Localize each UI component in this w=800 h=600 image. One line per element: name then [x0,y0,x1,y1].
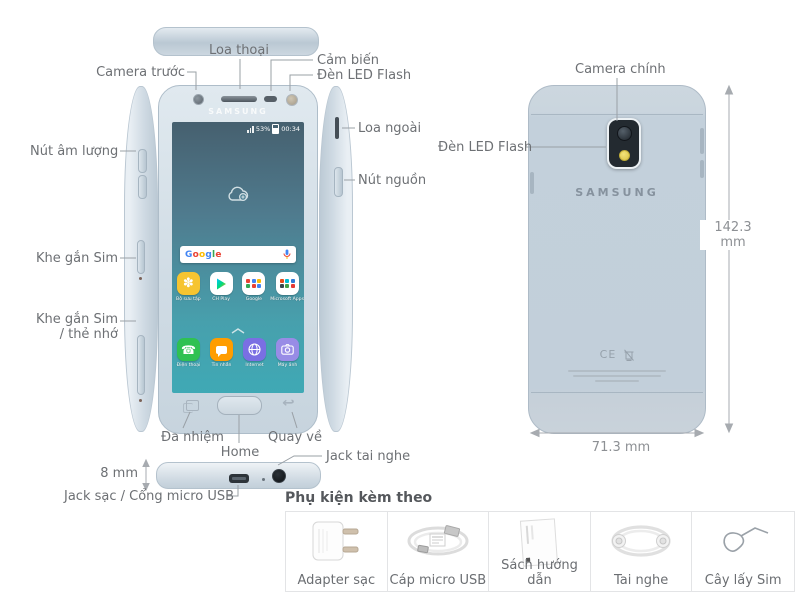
label-rear-camera: Camera chính [575,62,666,77]
phone-right-side-view [319,86,353,432]
google-folder-icon[interactable] [242,272,266,295]
volume-up-button [138,149,147,173]
playstore-icon[interactable] [209,272,233,295]
phone-front-view: SAMSUNG 53% 00:34 Google [158,85,318,434]
height-measurement: 142.3 mm [700,220,766,250]
back-key-icon[interactable]: ↩ [282,396,295,411]
phone-top-view [153,27,319,56]
front-camera-icon [193,94,204,105]
label-earpiece: Loa thoại [209,43,269,58]
sim-tray-1 [137,240,145,274]
back-side-button-nub2 [700,160,704,178]
back-side-button-nub3 [530,172,534,194]
sim-pinhole-icon [139,277,142,280]
micro-usb-port-icon [229,474,249,483]
label-home: Home [220,445,260,460]
accessories-heading: Phụ kiện kèm theo [285,490,433,506]
back-side-button-nub [700,128,704,154]
weather-widget-cloud-icon [228,186,249,202]
width-measurement: 71.3 mm [585,440,657,455]
mic-hole-icon [262,478,265,481]
app-microsoft-folder[interactable]: Microsoft Apps [270,272,304,302]
label-headphone-jack: Jack tai nghe [326,449,411,464]
rear-camera-lens-icon [617,126,632,141]
front-flash-icon [286,94,298,106]
label-sim-slot: Khe gắn Sim [35,251,118,266]
label-power-button: Nút nguồn [358,173,427,188]
mic-icon[interactable] [283,249,291,260]
label-back-key: Quay về [268,430,322,445]
accessory-earphones: Tai nghe [591,512,693,591]
speaker-slit-icon [335,117,339,139]
accessory-sim-tool: Cây lấy Sim [692,512,794,591]
manual-booklet-icon [520,518,559,567]
sim-eject-tool-icon [723,527,769,552]
phone-app-icon[interactable]: ☎ [177,338,200,361]
google-search-bar[interactable]: Google [180,246,296,263]
label-front-flash: Đèn LED Flash [317,68,412,83]
regulatory-marks: CE [529,348,705,361]
power-button [334,167,343,197]
app-playstore[interactable]: CH Play [205,272,238,302]
ce-mark: CE [599,348,617,361]
recents-key-icon[interactable] [183,400,199,413]
accessories-grid: Adapter sạc Cáp micro USB [285,511,795,592]
weee-bin-icon [624,348,635,361]
signal-icon [247,125,254,133]
internet-globe-icon[interactable] [243,338,266,361]
battery-icon [272,124,280,134]
accessory-cable: Cáp micro USB [388,512,490,591]
phone-left-side-view [124,86,158,432]
label-volume: Nút âm lượng [30,144,119,159]
label-charging-port: Jack sạc / Cổng micro USB [64,489,235,504]
app-google-folder[interactable]: Google [238,272,271,302]
brand-logo-front: SAMSUNG [208,107,268,116]
rear-camera-module [607,118,641,169]
volume-down-button [138,175,147,199]
app-phone[interactable]: ☎ Điện thoại [172,338,205,368]
phone-bottom-view [156,462,321,489]
earphones-icon [611,525,671,557]
phone-screen: 53% 00:34 Google ✽ [172,122,304,393]
sim-tray-2 [137,335,145,395]
app-messages[interactable]: Tin nhắn [205,338,238,368]
label-rear-flash: Đèn LED Flash [438,140,533,155]
proximity-sensor-icon [264,96,277,102]
label-recents: Đa nhiệm [161,430,224,445]
messages-icon[interactable] [210,338,233,361]
rear-flash-icon [619,150,630,161]
clock: 00:34 [281,125,300,133]
microsoft-folder-icon[interactable] [275,272,299,295]
label-sensor: Cảm biến [317,53,379,68]
battery-percent: 53% [255,125,271,133]
accessory-adapter: Adapter sạc [286,512,388,591]
brand-logo-back: SAMSUNG [575,186,659,199]
headphone-jack-icon [272,469,286,483]
home-app-row: ✽ Bộ sưu tập CH Play Google [172,272,304,302]
label-thickness: 8 mm [100,466,138,481]
app-camera[interactable]: Máy ảnh [271,338,304,368]
app-internet[interactable]: Internet [238,338,271,368]
google-logo: Google [185,249,222,260]
label-loudspeaker: Loa ngoài [358,121,422,136]
accessory-manual: Sách hướng dẫn [489,512,591,591]
app-gallery[interactable]: ✽ Bộ sưu tập [172,272,205,302]
status-bar: 53% 00:34 [247,124,300,134]
phone-back-view: SAMSUNG CE [528,85,706,434]
dock-row: ☎ Điện thoại Tin nhắn Internet [172,338,304,368]
label-sim-sd-slot: Khe gắn Sim / thẻ nhớ [35,312,118,343]
label-front-camera: Camera trước [96,65,185,80]
usb-cable-icon [407,525,469,556]
camera-app-icon[interactable] [276,338,299,361]
sim-pinhole-2-icon [139,399,142,402]
charger-adapter-icon [312,521,359,561]
home-button[interactable] [217,396,262,415]
earpiece-speaker-icon [221,96,257,102]
gallery-icon[interactable]: ✽ [176,272,200,295]
chevron-up-icon[interactable] [231,328,245,334]
